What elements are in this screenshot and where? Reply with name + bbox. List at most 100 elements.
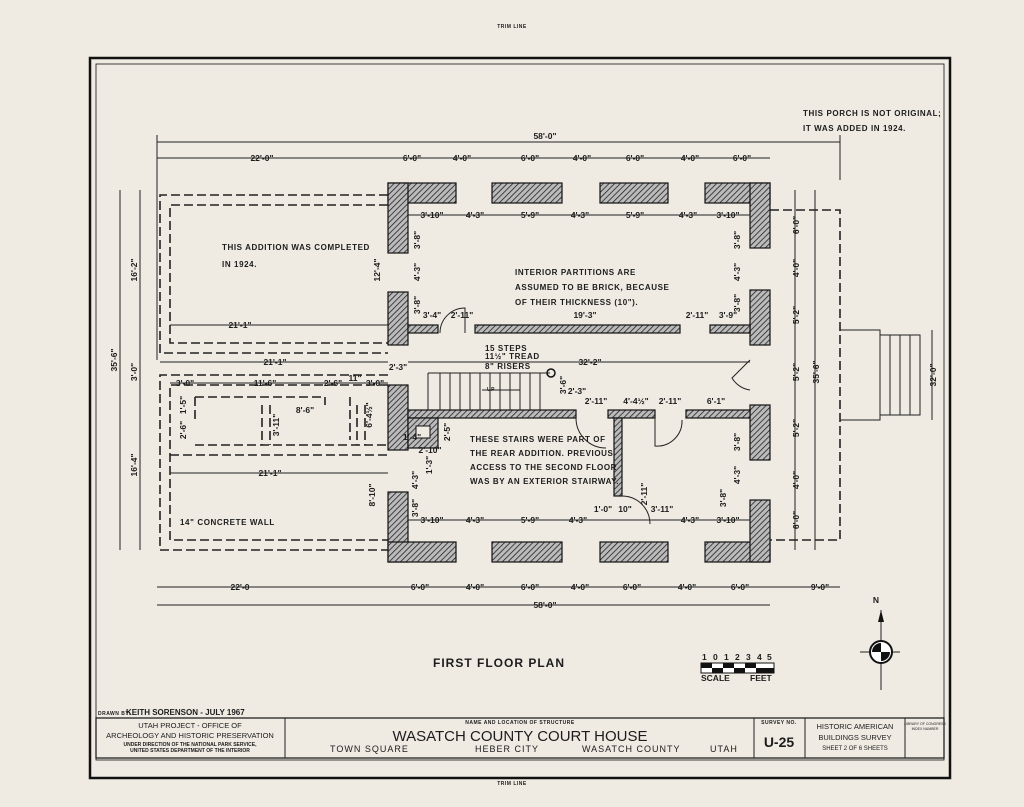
dim: 3'-10" [716, 515, 739, 525]
note-addition: THIS ADDITION WAS COMPLETED IN 1924. [222, 243, 369, 269]
dim: 1'-4" [403, 432, 421, 442]
note-line: 11½" TREAD [485, 352, 540, 361]
dims-bottom-interior: 3'-10" 4'-3" 5'-9" 4'-3" 1'-0" 10" 3'-11… [420, 504, 739, 525]
dim: 2'-3" [389, 362, 407, 372]
dim: 4'-0" [791, 471, 801, 489]
note-line: OF THEIR THICKNESS (10"). [515, 298, 638, 307]
dim: 6'-0" [791, 216, 801, 234]
note-partitions: INTERIOR PARTITIONS ARE ASSUMED TO BE BR… [515, 268, 670, 307]
dim: 5'-2" [791, 306, 801, 324]
dim: 2'-11" [585, 396, 608, 406]
dim: 6'-0" [521, 582, 539, 592]
dim: 10" [618, 504, 632, 514]
inner-border [95, 63, 945, 761]
main-building-walls [387, 182, 771, 563]
dim: 4'-3" [681, 515, 699, 525]
dim: 5'-9" [521, 210, 539, 220]
dim-overall-bottom: 58'-0" [533, 600, 556, 610]
dim: 35'-6" [109, 348, 119, 371]
dim: 4'-3" [679, 210, 697, 220]
drawing-title: FIRST FLOOR PLAN [433, 656, 565, 670]
dim: 4'-3" [571, 210, 589, 220]
note-line: WAS BY AN EXTERIOR STAIRWAY. [470, 477, 619, 486]
dim: 19'-3" [573, 310, 596, 320]
dim: 4'-3" [569, 515, 587, 525]
scale-bar: 1 0 1 2 3 4 5 SCALE FEET [700, 652, 775, 683]
scale-label: SCALE [701, 673, 730, 683]
dim: 4'-0" [453, 153, 471, 163]
dims-bottom: 22'-0 6'-0" 4'-0" 6'-0" 4'-0" 6'-0" 4'-0… [230, 582, 829, 592]
dim: 4'-4½" [623, 396, 648, 406]
dim: 3'-0" [176, 378, 194, 388]
scale-tick: 0 [713, 652, 718, 662]
location-line: HEBER CITY [475, 744, 539, 754]
drawn-by: KEITH SORENSON - JULY 1967 [126, 708, 245, 717]
structure-name: WASATCH COUNTY COURT HOUSE [392, 728, 647, 745]
dims-top-interior: 3'-10" 4'-3" 5'-9" 4'-3" 5'-9" 4'-3" 3'-… [420, 210, 739, 220]
org-line: UTAH PROJECT - OFFICE OF [138, 721, 242, 730]
dim: 2'-11" [451, 310, 474, 320]
dim-overall-top: 58'-0" [533, 131, 556, 141]
dim: 11'-6" [254, 378, 277, 388]
dim: 3'-0" [366, 378, 384, 388]
dim: 3'-4" [423, 310, 441, 320]
dim: 3'-8" [732, 433, 742, 451]
org-line: UNITED STATES DEPARTMENT OF THE INTERIOR [130, 748, 250, 754]
door-swings [439, 307, 751, 525]
sheet-number: SHEET 2 OF 6 SHEETS [822, 746, 888, 752]
dim: 12'-4" [372, 258, 382, 281]
dim: 5'-9" [521, 515, 539, 525]
dim: 4'-0" [466, 582, 484, 592]
dim: 6'-4½" [364, 402, 374, 427]
dim: 6'-0" [411, 582, 429, 592]
dim: 4'-3" [412, 263, 422, 281]
stair-up-label: UP [487, 387, 495, 393]
dim: 21'-1" [263, 357, 286, 367]
dim: 22'-0" [250, 153, 273, 163]
dim: 3'-8" [718, 489, 728, 507]
dim: 3'-10" [420, 210, 443, 220]
location-line: WASATCH COUNTY [582, 744, 681, 754]
dim: 2'-6" [178, 421, 188, 439]
dim: 2'-11" [659, 396, 682, 406]
north-arrow-icon: N [860, 595, 900, 690]
trim-line-top: TRIM LINE [497, 24, 527, 30]
habs-line: HISTORIC AMERICAN [817, 722, 894, 731]
dim: 3'-8" [412, 296, 422, 314]
dims-interior: 19'-3" 32'-2" 3'-4" 2'-11" 2'-11" 3'-9" … [389, 231, 742, 517]
dim: 3'-8" [410, 499, 420, 517]
scale-tick: 2 [735, 652, 740, 662]
title-block: DRAWN BY: KEITH SORENSON - JULY 1967 UTA… [95, 708, 947, 759]
note-line: THE REAR ADDITION. PREVIOUS [470, 449, 614, 458]
dim: 4'-3" [410, 471, 420, 489]
drawn-by-label: DRAWN BY: [98, 711, 131, 717]
dim: 3'-10" [716, 210, 739, 220]
survey-number: U-25 [764, 734, 795, 750]
org-line: UNDER DIRECTION OF THE NATIONAL PARK SER… [124, 742, 258, 748]
stair-info: 15 STEPS 11½" TREAD 8" RISERS UP [485, 344, 540, 393]
note-line: ASSUMED TO BE BRICK, BECAUSE [515, 283, 670, 292]
dims-top: 22'-0" 6'-0" 4'-0" 6'-0" 4'-0" 6'-0" 4'-… [250, 153, 751, 163]
dim: 11" [348, 373, 361, 383]
dim: 3'-10" [420, 515, 443, 525]
scale-tick: 3 [746, 652, 751, 662]
note-line: THIS PORCH IS NOT ORIGINAL; [803, 109, 941, 118]
dims-left: 35'-6" 16'-2" 3'-0" 16'-4" [109, 258, 139, 476]
rear-addition-outline [159, 194, 388, 551]
dim: 35'-6" [811, 360, 821, 383]
dim: 6'-0" [626, 153, 644, 163]
note-line: 15 STEPS [485, 344, 527, 353]
dims-right: 6'-0" 4'-0" 5'-2" 5'-2" 5'-2" 4'-0" 6'-0… [791, 216, 938, 529]
dim: 32'-0" [928, 363, 938, 386]
dim: 3'-11" [651, 504, 674, 514]
dim: 2'-5" [442, 423, 452, 441]
dim: 4'-0" [791, 259, 801, 277]
dim: 6'-1" [707, 396, 725, 406]
dim: 4'-3" [466, 210, 484, 220]
dim: 6'-0" [731, 582, 749, 592]
dim: 6'-0" [403, 153, 421, 163]
dim: 2'-6" [324, 378, 342, 388]
dim: 2'-10" [418, 445, 441, 455]
dim: 4'-3" [732, 263, 742, 281]
